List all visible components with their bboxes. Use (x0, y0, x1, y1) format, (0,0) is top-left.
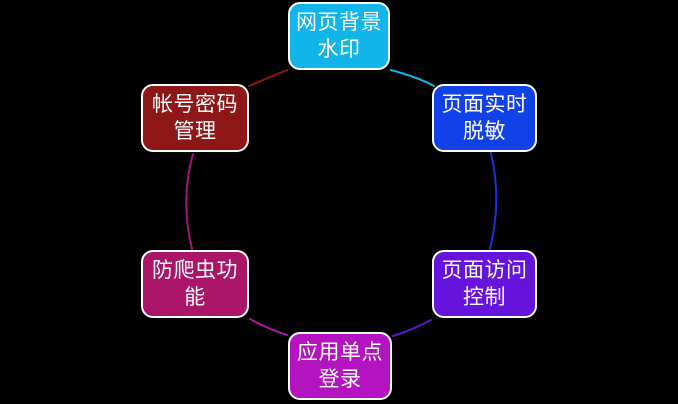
node-anti-crawler-function[interactable]: 防爬虫功能 (141, 250, 249, 318)
connector-anti-crawler-to-account (185, 153, 194, 250)
node-label-application-single-sign-on: 应用单点登录 (297, 339, 383, 391)
node-label-page-access-control: 页面访问控制 (441, 257, 528, 309)
node-account-password-management[interactable]: 帐号密码管理 (141, 84, 249, 152)
connector-watermark-to-masking (390, 69, 435, 87)
node-web-page-background-watermark[interactable]: 网页背景水印 (288, 2, 390, 70)
connector-access-control-to-sso (392, 319, 432, 337)
node-label-anti-crawler-function: 防爬虫功能 (152, 257, 238, 309)
node-page-access-control[interactable]: 页面访问控制 (432, 250, 537, 318)
connector-masking-to-access-control (489, 152, 498, 250)
node-label-page-realtime-masking: 页面实时脱敏 (441, 91, 528, 143)
node-page-realtime-masking[interactable]: 页面实时脱敏 (432, 84, 537, 152)
connector-sso-to-anti-crawler (249, 318, 288, 336)
connector-account-to-watermark (248, 69, 288, 87)
node-application-single-sign-on[interactable]: 应用单点登录 (288, 332, 392, 400)
node-label-account-password-management: 帐号密码管理 (152, 91, 238, 143)
node-label-web-page-background-watermark: 网页背景水印 (296, 9, 382, 61)
